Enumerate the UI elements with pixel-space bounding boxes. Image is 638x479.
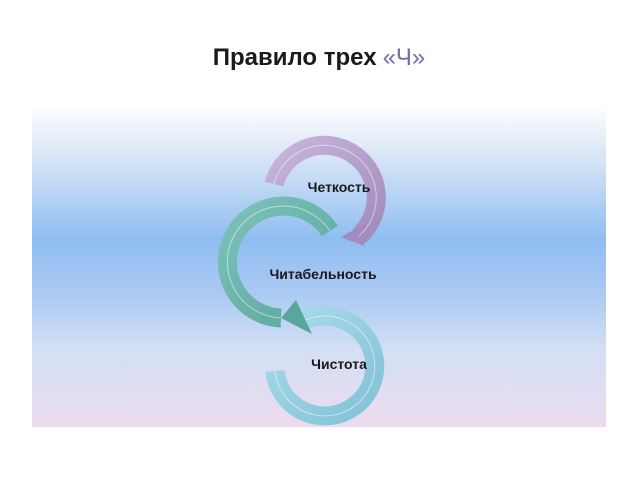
ring-chitabelnost bbox=[217, 196, 338, 334]
label-chitabelnost: Читабельность bbox=[269, 266, 376, 282]
title-main: Правило трех bbox=[212, 44, 377, 71]
title-accent: «Ч» bbox=[382, 44, 426, 71]
ring-chistota bbox=[265, 306, 385, 426]
slide-title: Правило трех«Ч» bbox=[0, 44, 638, 72]
label-chistota: Чистота bbox=[311, 356, 367, 372]
ring-chetkost bbox=[264, 135, 386, 246]
label-chetkost: Четкость bbox=[308, 179, 371, 195]
background-gradient-band bbox=[32, 103, 606, 427]
